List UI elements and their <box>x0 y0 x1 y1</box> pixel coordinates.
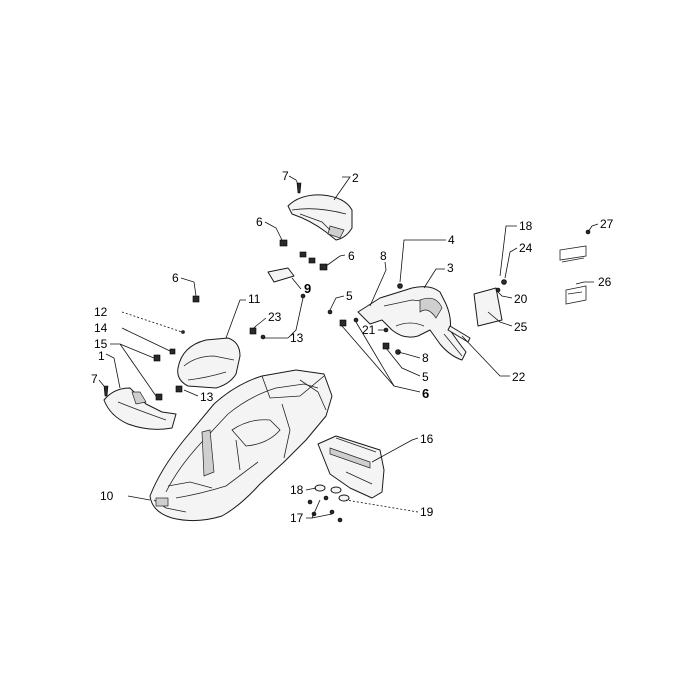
part-25-plate <box>473 287 503 327</box>
callout-labels: 2 7 6 6 6 4 8 3 9 5 11 23 13 12 14 15 1 … <box>91 169 614 525</box>
part-11-compartment-lid <box>177 337 241 389</box>
callout-6-top: 6 <box>256 215 263 229</box>
callout-26: 26 <box>598 275 612 289</box>
part-1-rear-trim <box>103 387 177 430</box>
callout-16: 16 <box>420 432 434 446</box>
callout-8-top: 8 <box>380 249 387 263</box>
callout-15: 15 <box>94 337 108 351</box>
callout-2: 2 <box>352 171 359 185</box>
callout-19: 19 <box>420 505 434 519</box>
callout-5-lower: 5 <box>422 370 429 384</box>
callout-20: 20 <box>514 292 528 306</box>
callout-18-right: 18 <box>519 219 533 233</box>
callout-1: 1 <box>98 349 105 363</box>
callout-22: 22 <box>512 370 526 384</box>
callout-23: 23 <box>268 310 282 324</box>
callout-13-upper: 13 <box>290 331 304 345</box>
callout-18-lower: 18 <box>290 483 304 497</box>
callout-6-right: 6 <box>348 249 355 263</box>
callout-7-top: 7 <box>282 169 289 183</box>
callout-27: 27 <box>600 217 614 231</box>
callout-10: 10 <box>100 489 114 503</box>
callout-6-left: 6 <box>172 271 179 285</box>
callout-17: 17 <box>290 511 304 525</box>
callout-24: 24 <box>519 241 533 255</box>
callout-13-lower: 13 <box>200 390 214 404</box>
callout-8-lower: 8 <box>422 351 429 365</box>
callout-4: 4 <box>448 233 455 247</box>
callout-25: 25 <box>514 320 528 334</box>
callout-21: 21 <box>362 323 376 337</box>
callout-3: 3 <box>447 261 454 275</box>
callout-14: 14 <box>94 321 108 335</box>
part-3-rear-mudguard <box>357 286 467 361</box>
part-26-decal <box>559 245 587 305</box>
callout-7-lower: 7 <box>91 372 98 386</box>
leader-lines <box>98 175 599 519</box>
callout-9: 9 <box>304 281 311 296</box>
callout-5-top: 5 <box>346 289 353 303</box>
callout-12: 12 <box>94 305 108 319</box>
part-2-rear-cover <box>287 194 353 241</box>
callout-11: 11 <box>248 292 261 306</box>
part-16-plate-holder <box>317 435 385 499</box>
callout-6-lower: 6 <box>422 386 429 401</box>
part-10-helmet-compartment <box>149 369 333 522</box>
